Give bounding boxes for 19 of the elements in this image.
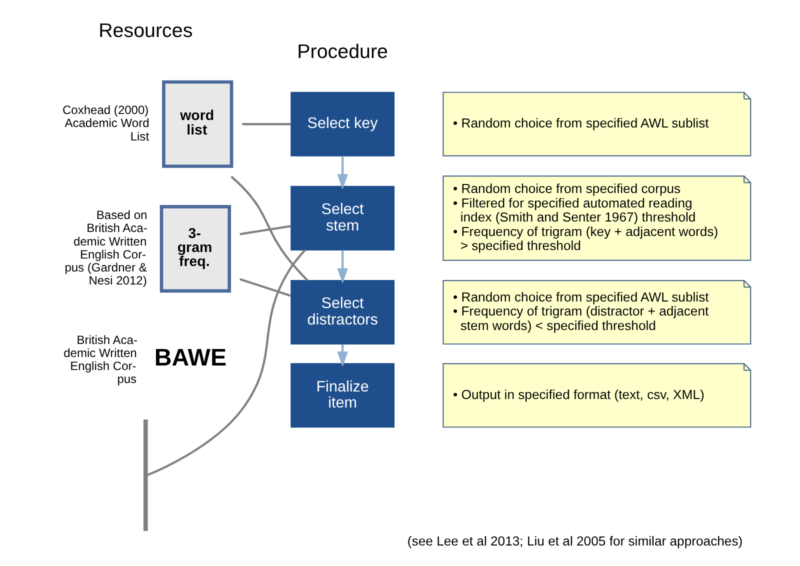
node-label: Based on British Aca- demic Written English Cor- pus (Gardner & Nesi 2012) bbox=[64, 208, 148, 288]
label: Resources bbox=[98, 20, 193, 42]
node-box: Select stem bbox=[290, 186, 395, 250]
arrow bbox=[337, 250, 348, 284]
node-label: British Aca- demic Written English Cor- pus bbox=[64, 332, 138, 386]
connector bbox=[240, 278, 292, 297]
arrow bbox=[337, 156, 348, 190]
node-box: Finalize item bbox=[290, 363, 395, 428]
label: Procedure bbox=[297, 40, 388, 63]
caption: (see Lee et al 2013; Liu et al 2005 for similar approaches) bbox=[407, 533, 743, 548]
node-box: Select key bbox=[290, 92, 395, 156]
connector bbox=[147, 249, 306, 476]
node-text: BAWE bbox=[154, 344, 227, 372]
node-label: Coxhead (2000) Academic Word List bbox=[62, 103, 150, 144]
connector bbox=[242, 123, 291, 126]
node-box: Select distractors bbox=[290, 280, 395, 345]
connector bbox=[240, 225, 292, 236]
connector bbox=[230, 176, 308, 282]
node-bar bbox=[143, 419, 148, 532]
